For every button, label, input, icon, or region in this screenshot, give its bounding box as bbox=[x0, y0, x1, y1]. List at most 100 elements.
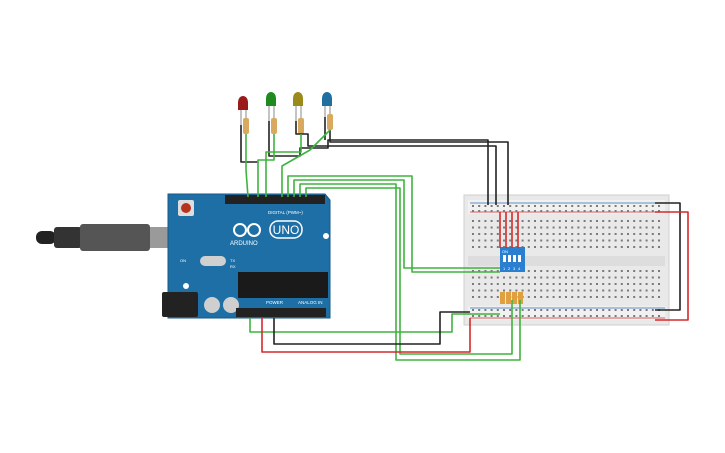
breadboard-hole[interactable] bbox=[596, 276, 598, 279]
breadboard-hole[interactable] bbox=[658, 233, 660, 235]
breadboard-hole[interactable] bbox=[583, 315, 586, 317]
breadboard-hole[interactable] bbox=[472, 205, 474, 207]
breadboard-hole[interactable] bbox=[602, 205, 605, 207]
breadboard-hole[interactable] bbox=[527, 270, 530, 272]
breadboard-hole[interactable] bbox=[490, 283, 493, 285]
breadboard-hole[interactable] bbox=[484, 283, 487, 285]
breadboard-hole[interactable] bbox=[651, 309, 654, 311]
breadboard-hole[interactable] bbox=[583, 239, 586, 242]
breadboard-hole[interactable] bbox=[583, 283, 586, 285]
breadboard-hole[interactable] bbox=[596, 289, 598, 292]
breadboard-hole[interactable] bbox=[472, 296, 474, 298]
breadboard-hole[interactable] bbox=[614, 270, 617, 272]
breadboard-hole[interactable] bbox=[633, 276, 636, 279]
breadboard-hole[interactable] bbox=[571, 226, 574, 229]
breadboard-hole[interactable] bbox=[620, 309, 623, 311]
breadboard-hole[interactable] bbox=[472, 239, 474, 242]
breadboard-hole[interactable] bbox=[478, 315, 481, 317]
breadboard-hole[interactable] bbox=[583, 220, 586, 222]
breadboard-hole[interactable] bbox=[490, 315, 493, 317]
breadboard-hole[interactable] bbox=[589, 205, 592, 207]
breadboard-hole[interactable] bbox=[534, 205, 536, 207]
breadboard-hole[interactable] bbox=[589, 239, 592, 242]
breadboard-hole[interactable] bbox=[546, 205, 549, 207]
breadboard-hole[interactable] bbox=[589, 296, 592, 298]
breadboard-hole[interactable] bbox=[639, 205, 642, 207]
breadboard-hole[interactable] bbox=[658, 276, 660, 279]
breadboard-hole[interactable] bbox=[602, 210, 605, 212]
breadboard-hole[interactable] bbox=[608, 309, 611, 311]
breadboard-hole[interactable] bbox=[596, 283, 598, 285]
breadboard-hole[interactable] bbox=[627, 239, 629, 242]
breadboard-hole[interactable] bbox=[515, 210, 518, 212]
breadboard-hole[interactable] bbox=[478, 270, 481, 272]
breadboard-hole[interactable] bbox=[639, 309, 642, 311]
breadboard-hole[interactable] bbox=[540, 289, 543, 292]
breadboard-hole[interactable] bbox=[651, 210, 654, 212]
breadboard-hole[interactable] bbox=[558, 210, 561, 212]
breadboard-hole[interactable] bbox=[527, 315, 530, 317]
breadboard-hole[interactable] bbox=[639, 226, 642, 229]
breadboard-hole[interactable] bbox=[620, 315, 623, 317]
breadboard-hole[interactable] bbox=[503, 226, 505, 229]
resistor-blue[interactable] bbox=[327, 114, 333, 130]
breadboard-hole[interactable] bbox=[484, 246, 487, 248]
breadboard-hole[interactable] bbox=[627, 210, 629, 212]
breadboard-hole[interactable] bbox=[614, 283, 617, 285]
resistor-green[interactable] bbox=[271, 118, 277, 134]
breadboard-hole[interactable] bbox=[558, 233, 561, 235]
breadboard-hole[interactable] bbox=[645, 239, 648, 242]
breadboard-hole[interactable] bbox=[639, 270, 642, 272]
breadboard-hole[interactable] bbox=[651, 283, 654, 285]
breadboard-hole[interactable] bbox=[627, 315, 629, 317]
breadboard-hole[interactable] bbox=[633, 283, 636, 285]
led-blue[interactable] bbox=[322, 92, 333, 130]
breadboard-hole[interactable] bbox=[484, 270, 487, 272]
breadboard-hole[interactable] bbox=[558, 276, 561, 279]
breadboard-hole[interactable] bbox=[620, 246, 623, 248]
breadboard-hole[interactable] bbox=[602, 270, 605, 272]
breadboard-hole[interactable] bbox=[509, 210, 512, 212]
breadboard-hole[interactable] bbox=[472, 270, 474, 272]
breadboard-hole[interactable] bbox=[633, 296, 636, 298]
breadboard-hole[interactable] bbox=[558, 226, 561, 229]
breadboard-hole[interactable] bbox=[651, 220, 654, 222]
breadboard-hole[interactable] bbox=[540, 205, 543, 207]
breadboard-hole[interactable] bbox=[608, 205, 611, 207]
breadboard-hole[interactable] bbox=[639, 239, 642, 242]
breadboard-hole[interactable] bbox=[645, 289, 648, 292]
breadboard-hole[interactable] bbox=[496, 205, 499, 207]
breadboard-hole[interactable] bbox=[546, 210, 549, 212]
breadboard-hole[interactable] bbox=[620, 289, 623, 292]
breadboard-hole[interactable] bbox=[589, 289, 592, 292]
breadboard-hole[interactable] bbox=[639, 220, 642, 222]
breadboard-hole[interactable] bbox=[645, 210, 648, 212]
breadboard-hole[interactable] bbox=[620, 205, 623, 207]
breadboard-hole[interactable] bbox=[534, 246, 536, 248]
breadboard-hole[interactable] bbox=[627, 289, 629, 292]
breadboard-hole[interactable] bbox=[614, 205, 617, 207]
breadboard-hole[interactable] bbox=[521, 226, 524, 229]
breadboard-hole[interactable] bbox=[571, 309, 574, 311]
breadboard-hole[interactable] bbox=[496, 283, 499, 285]
breadboard-hole[interactable] bbox=[521, 210, 524, 212]
breadboard-hole[interactable] bbox=[651, 296, 654, 298]
breadboard-hole[interactable] bbox=[571, 205, 574, 207]
breadboard-hole[interactable] bbox=[571, 239, 574, 242]
breadboard-hole[interactable] bbox=[527, 205, 530, 207]
breadboard-hole[interactable] bbox=[490, 276, 493, 279]
breadboard-hole[interactable] bbox=[571, 270, 574, 272]
breadboard-hole[interactable] bbox=[614, 296, 617, 298]
breadboard-hole[interactable] bbox=[602, 220, 605, 222]
breadboard-hole[interactable] bbox=[645, 315, 648, 317]
breadboard-hole[interactable] bbox=[534, 226, 536, 229]
breadboard-hole[interactable] bbox=[658, 220, 660, 222]
breadboard-hole[interactable] bbox=[633, 309, 636, 311]
breadboard-hole[interactable] bbox=[651, 226, 654, 229]
breadboard-hole[interactable] bbox=[540, 283, 543, 285]
breadboard-hole[interactable] bbox=[540, 246, 543, 248]
breadboard-hole[interactable] bbox=[633, 246, 636, 248]
breadboard-hole[interactable] bbox=[596, 226, 598, 229]
breadboard-hole[interactable] bbox=[558, 289, 561, 292]
breadboard-hole[interactable] bbox=[552, 239, 555, 242]
